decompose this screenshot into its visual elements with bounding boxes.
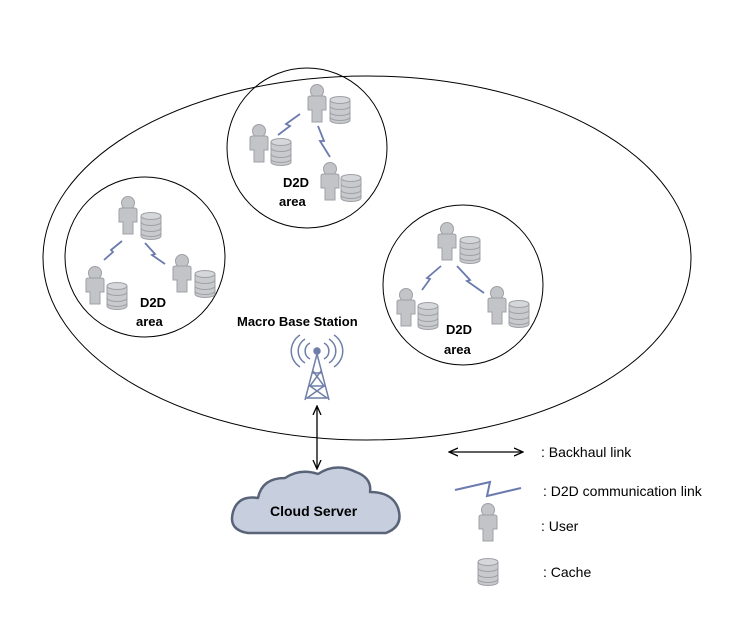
- d2d-area-label-line1: D2D: [140, 295, 166, 310]
- d2d-area-circle-top: [226, 67, 388, 229]
- d2d-link-icon: [456, 265, 485, 294]
- user-icon: [249, 124, 269, 163]
- macro-cell-boundary: [42, 75, 692, 441]
- d2d-cluster-top: D2D area: [249, 84, 362, 209]
- user-icon: [320, 162, 340, 201]
- legend-cache-label: : Cache: [543, 564, 591, 580]
- d2d-link-icon: [454, 480, 522, 498]
- d2d-area-label-line2: area: [279, 194, 307, 209]
- cache-icon: [270, 138, 292, 166]
- cache-icon: [329, 96, 351, 124]
- user-icon: [118, 196, 138, 235]
- cache-icon: [194, 270, 216, 298]
- d2d-area-label-line2: area: [444, 342, 472, 357]
- cache-icon: [508, 300, 530, 328]
- user-icon: [478, 503, 498, 542]
- d2d-cluster-right: D2D area: [396, 222, 530, 357]
- d2d-link-icon: [317, 125, 331, 158]
- cloud-icon: [230, 466, 401, 535]
- d2d-link-icon: [103, 240, 123, 261]
- user-icon: [85, 266, 105, 305]
- user-icon: [437, 222, 457, 261]
- legend: : Backhaul link : D2D communication link…: [450, 444, 703, 586]
- legend-d2d-label: : D2D communication link: [543, 483, 703, 499]
- tower-icon: [290, 334, 344, 401]
- macro-base-station-label: Macro Base Station: [237, 314, 358, 329]
- d2d-area-label-line1: D2D: [446, 322, 472, 337]
- cache-icon: [417, 302, 439, 330]
- user-icon: [172, 254, 192, 293]
- d2d-area-label-line2: area: [136, 314, 164, 329]
- user-icon: [307, 84, 327, 123]
- d2d-link-icon: [277, 113, 301, 136]
- cache-icon: [477, 558, 499, 586]
- d2d-area-label-line1: D2D: [283, 175, 309, 190]
- cache-icon: [340, 174, 362, 202]
- d2d-cluster-left: D2D area: [85, 196, 216, 329]
- d2d-link-icon: [421, 265, 442, 291]
- legend-user-label: : User: [541, 518, 579, 534]
- d2d-area-circle-right: [382, 204, 544, 366]
- cache-icon: [459, 236, 481, 264]
- user-icon: [396, 288, 416, 327]
- legend-backhaul-label: : Backhaul link: [541, 444, 632, 460]
- cloud-server-label: Cloud Server: [270, 503, 358, 519]
- user-icon: [487, 286, 507, 325]
- d2d-area-circle-left: [64, 176, 226, 338]
- d2d-link-icon: [144, 242, 166, 265]
- cache-icon: [106, 282, 128, 310]
- cache-icon: [140, 212, 162, 240]
